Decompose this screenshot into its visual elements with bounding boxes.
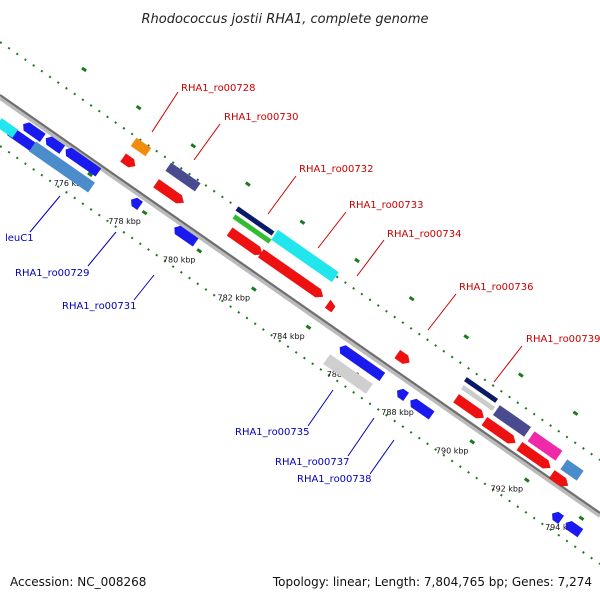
gene-arrow[interactable]: [563, 519, 584, 538]
gene-box[interactable]: [323, 354, 373, 394]
major-tick-upper: [408, 295, 415, 302]
major-tick-upper: [572, 410, 579, 416]
tick-label: 778 kbp: [108, 217, 141, 226]
major-tick-upper: [244, 181, 251, 187]
gene-arrow[interactable]: [324, 299, 337, 313]
major-tick-upper: [463, 334, 470, 340]
major-tick-lower: [250, 286, 257, 292]
map-title: Rhodococcus jostii RHA1, complete genome: [142, 12, 429, 27]
connector-ro00730: [193, 123, 221, 161]
topology-text: Topology: linear; Length: 7,804,765 bp; …: [272, 575, 592, 589]
major-tick-lower: [196, 248, 203, 254]
gene-box[interactable]: [492, 405, 532, 437]
gene-box[interactable]: [165, 162, 201, 192]
gene-label-ro00729[interactable]: RHA1_ro00729: [15, 268, 90, 279]
gene-arrow[interactable]: [128, 195, 143, 210]
connector-ro00728: [151, 91, 179, 133]
gene-label-ro00728[interactable]: RHA1_ro00728: [181, 83, 256, 94]
major-tick-upper: [517, 372, 524, 378]
gene-box[interactable]: [235, 206, 275, 236]
connector-ro00736: [427, 293, 457, 331]
connector-ro00737: [347, 417, 375, 457]
gene-label-ro00734[interactable]: RHA1_ro00734: [387, 229, 462, 240]
lower-tick-rail: [0, 145, 600, 565]
major-tick-lower: [469, 439, 476, 445]
gene-label-ro00738[interactable]: RHA1_ro00738: [297, 474, 372, 485]
tick-label: 794 kbp: [545, 523, 578, 532]
gene-arrow[interactable]: [394, 349, 412, 367]
gene-arrow[interactable]: [407, 396, 435, 420]
connector-ro00731: [133, 274, 155, 301]
connector-ro00739: [493, 345, 523, 383]
gene-box[interactable]: [560, 459, 584, 481]
gene-label-leuc1[interactable]: leuC1: [5, 233, 34, 244]
gene-label-ro00730[interactable]: RHA1_ro00730: [224, 112, 299, 123]
genome-backbone: [0, 94, 600, 514]
gene-label-ro00739[interactable]: RHA1_ro00739: [526, 334, 600, 345]
connector-ro00732: [267, 175, 297, 215]
gene-arrow[interactable]: [171, 223, 199, 247]
gene-arrow[interactable]: [63, 145, 102, 177]
gene-arrow[interactable]: [516, 442, 554, 472]
gene-box[interactable]: [271, 229, 339, 283]
gene-box[interactable]: [463, 377, 499, 403]
connector-ro00733: [317, 211, 347, 249]
major-tick-upper: [190, 143, 197, 149]
gene-arrow[interactable]: [549, 509, 564, 524]
connector-ro00729: [87, 231, 117, 267]
gene-box[interactable]: [460, 385, 496, 411]
gene-arrow[interactable]: [453, 394, 487, 422]
tick-label: 790 kbp: [436, 446, 469, 455]
gene-arrow[interactable]: [20, 120, 46, 142]
major-tick-lower: [87, 171, 93, 178]
gene-box[interactable]: [0, 118, 19, 138]
gene-features: [0, 118, 584, 538]
connector-ro00738: [369, 439, 395, 475]
tick-label: 776 kbp: [54, 179, 87, 188]
gene-box[interactable]: [232, 214, 272, 244]
gene-arrow[interactable]: [337, 343, 386, 381]
major-tick-lower: [523, 477, 530, 483]
gene-arrow[interactable]: [548, 470, 571, 490]
connector-ro00735: [307, 389, 334, 427]
gene-label-ro00736[interactable]: RHA1_ro00736: [459, 282, 534, 293]
reverse-strand-labels: leuC1 RHA1_ro00729 RHA1_ro00731 RHA1_ro0…: [5, 233, 372, 485]
gene-arrow[interactable]: [226, 227, 266, 258]
gene-label-ro00731[interactable]: RHA1_ro00731: [62, 301, 137, 312]
connector-leuc1: [29, 195, 61, 233]
gene-arrow[interactable]: [394, 386, 409, 401]
label-connectors: [29, 91, 523, 475]
gene-arrow[interactable]: [153, 179, 187, 207]
tick-label: 792 kbp: [490, 485, 523, 494]
gene-label-ro00733[interactable]: RHA1_ro00733: [349, 200, 424, 211]
gene-box[interactable]: [29, 141, 95, 193]
tick-label: 788 kbp: [381, 408, 414, 417]
accession-text: Accession: NC_008268: [10, 575, 146, 589]
major-tick-lower: [305, 324, 312, 330]
gene-label-ro00732[interactable]: RHA1_ro00732: [299, 164, 374, 175]
upper-tick-rail: [0, 41, 600, 461]
major-tick-lower: [141, 209, 148, 216]
gene-arrow[interactable]: [257, 249, 326, 301]
gene-box[interactable]: [130, 137, 152, 157]
tick-label: 780 kbp: [163, 255, 196, 264]
gene-arrow[interactable]: [43, 134, 66, 154]
major-tick-upper: [299, 219, 306, 225]
gene-label-ro00737[interactable]: RHA1_ro00737: [275, 457, 350, 468]
gene-box[interactable]: [527, 431, 563, 461]
tick-label: 784 kbp: [272, 332, 305, 341]
forward-strand-labels: RHA1_ro00728 RHA1_ro00730 RHA1_ro00732 R…: [181, 83, 600, 345]
gene-label-ro00735[interactable]: RHA1_ro00735: [235, 427, 310, 438]
gene-arrow[interactable]: [481, 417, 519, 447]
gene-arrow[interactable]: [120, 153, 138, 170]
tick-label: 782 kbp: [217, 294, 250, 303]
major-tick-upper: [81, 66, 87, 73]
major-tick-upper: [135, 104, 142, 111]
major-tick-upper: [354, 257, 360, 264]
major-tick-lower: [578, 515, 585, 521]
connector-ro00734: [356, 239, 385, 277]
